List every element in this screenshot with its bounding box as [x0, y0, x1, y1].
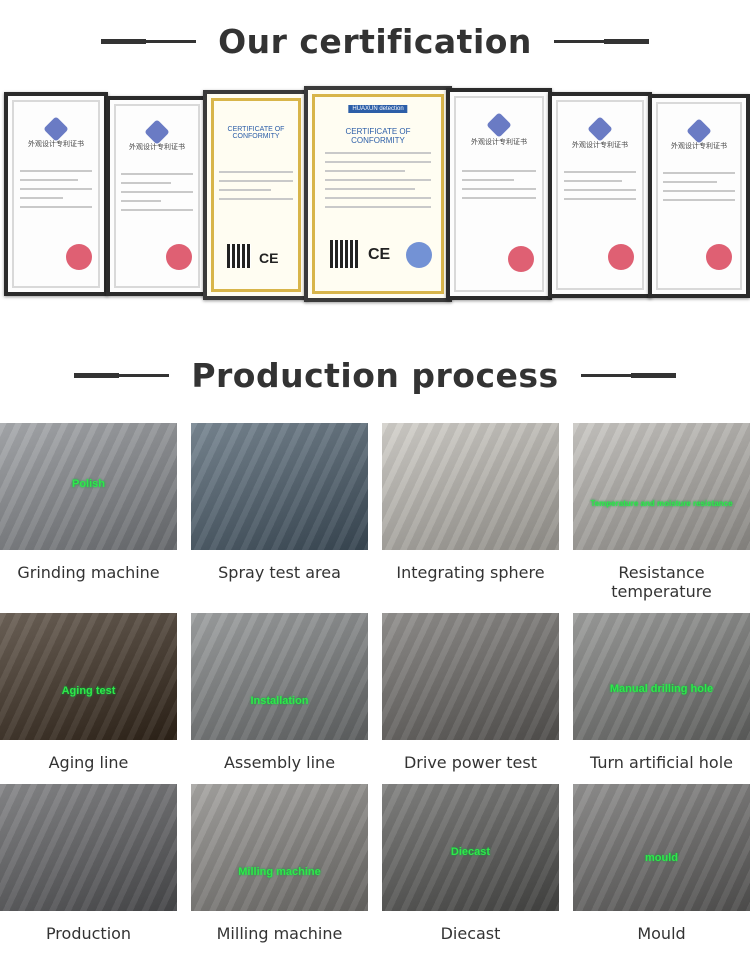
photo-watermark-label: Temperature and moisture resistance [590, 499, 733, 508]
seal-icon [706, 244, 732, 270]
certificate-patent-4[interactable]: 外观设计专利证书 [548, 92, 652, 298]
production-photo [0, 784, 177, 911]
production-step[interactable]: LED driver testDrive power test [382, 613, 559, 772]
certificate-heading: CERTIFICATE OF CONFORMITY [345, 127, 411, 146]
production-photo: Aging test [0, 613, 177, 740]
certificate-patent-3[interactable]: 外观设计专利证书 [446, 88, 552, 300]
photo-watermark-label: Installation [250, 695, 309, 707]
production-caption: Milling machine [216, 924, 343, 943]
production-caption: Resistance temperature [611, 563, 712, 601]
production-caption: Integrating sphere [396, 563, 545, 582]
seal-icon [508, 246, 534, 272]
production-photo [191, 423, 368, 550]
production-caption: Assembly line [223, 753, 336, 772]
certificate-conformity-1[interactable]: CERTIFICATE OF CONFORMITY CE [203, 90, 309, 300]
heading-rule-right [553, 38, 649, 44]
heading-rule-right [580, 372, 676, 378]
certificate-heading: 外观设计专利证书 [471, 138, 527, 146]
production-caption: Spray test area [218, 563, 341, 582]
certificate-patent-2[interactable]: 外观设计专利证书 [106, 96, 208, 296]
certificate-heading: CERTIFICATE OF CONFORMITY [227, 126, 285, 141]
production-photo: Temperature and moisture resistance [573, 423, 750, 550]
ce-mark: CE [368, 246, 391, 263]
certificate-conformity-main[interactable]: HUAXUN detection CERTIFICATE OF CONFORMI… [304, 86, 452, 302]
certificate-heading: 外观设计专利证书 [129, 144, 185, 152]
production-photo: Installation [191, 613, 368, 740]
production-photo: Manual drilling hole [573, 613, 750, 740]
photo-watermark-label: Milling machine [238, 866, 321, 878]
seal-icon [66, 244, 92, 270]
production-step[interactable]: Integrating sphere [382, 423, 559, 582]
certification-title: Our certification [218, 21, 532, 61]
photo-watermark-label: Manual drilling hole [609, 683, 714, 695]
certificate-heading: 外观设计专利证书 [28, 141, 84, 149]
production-caption: Drive power test [403, 753, 537, 772]
production-heading: Production process [0, 352, 750, 398]
photo-watermark-label: mould [645, 852, 678, 864]
huaxun-badge: HUAXUN detection [348, 104, 408, 113]
production-caption: Grinding machine [17, 563, 160, 582]
production-photo: LED driver test [382, 613, 559, 740]
certification-heading: Our certification [0, 18, 750, 64]
production-caption: Turn artificial hole [590, 753, 733, 772]
production-caption: Aging line [48, 753, 129, 772]
production-caption: Production [45, 924, 132, 943]
production-photo: mould [573, 784, 750, 911]
certificate-heading: 外观设计专利证书 [572, 141, 628, 149]
ce-mark: CE [259, 250, 279, 266]
production-title: Production process [191, 355, 559, 395]
production-caption: Mould [637, 924, 686, 943]
certificate-gallery: 外观设计专利证书 外观设计专利证书 CERTIFICATE OF CONFORM… [0, 86, 750, 308]
photo-watermark-label: Diecast [450, 846, 491, 858]
qr-code-icon [330, 240, 358, 268]
production-caption: Diecast [440, 924, 501, 943]
production-photo: Polish [0, 423, 177, 550]
seal-icon [608, 244, 634, 270]
qr-code-icon [227, 244, 251, 268]
certificate-patent-1[interactable]: 外观设计专利证书 [4, 92, 108, 296]
certificate-patent-5[interactable]: 外观设计专利证书 [648, 94, 750, 298]
production-photo: Diecast [382, 784, 559, 911]
production-photo: Milling machine [191, 784, 368, 911]
seal-icon [166, 244, 192, 270]
heading-rule-left [101, 38, 197, 44]
stamp-icon [406, 242, 432, 268]
photo-watermark-label: Aging test [61, 685, 116, 697]
production-step[interactable]: Spray test area [191, 423, 368, 582]
production-photo [382, 423, 559, 550]
photo-watermark-label: Polish [71, 478, 105, 490]
certificate-heading: 外观设计专利证书 [671, 143, 727, 151]
heading-rule-left [74, 372, 170, 378]
production-step[interactable]: Production [0, 784, 177, 943]
